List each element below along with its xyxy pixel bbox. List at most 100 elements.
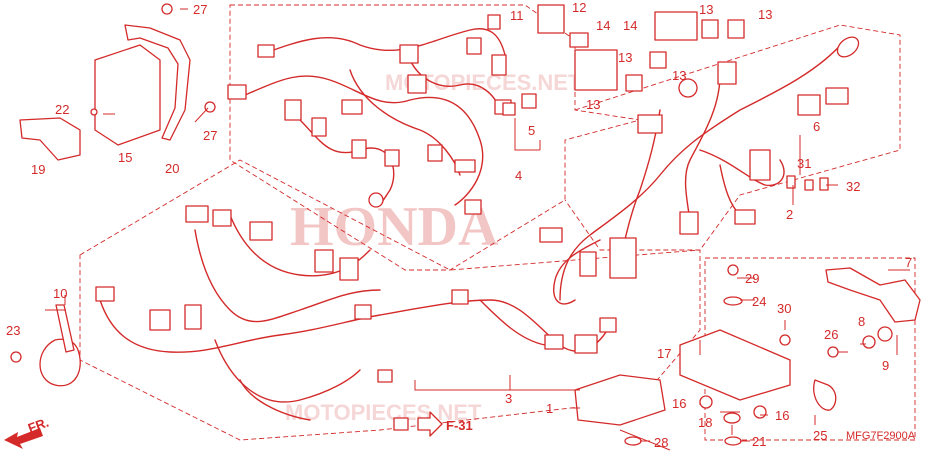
callout-12: 12 — [572, 0, 586, 15]
connector — [212, 209, 232, 227]
sensor-7 — [825, 267, 921, 323]
relay — [649, 51, 667, 69]
main-harness-wire-6 — [479, 299, 546, 346]
callout-18: 18 — [698, 415, 712, 430]
relay — [569, 32, 589, 48]
callout-26: 26 — [824, 327, 838, 342]
connector — [341, 99, 363, 115]
callout-13e: 13 — [586, 97, 600, 112]
connector — [284, 99, 302, 121]
watermark-secondary-lower: MOTOPIECES.NET — [285, 400, 482, 425]
callout-4: 4 — [515, 168, 522, 183]
relay — [537, 4, 565, 34]
callout-13c: 13 — [618, 50, 632, 65]
relay-box — [574, 49, 618, 91]
callout-14a: 14 — [596, 18, 610, 33]
connector — [574, 334, 598, 354]
horn-bracket — [55, 304, 75, 353]
bolt-27-bottom — [204, 101, 216, 113]
callout-17: 17 — [657, 346, 671, 361]
connector — [797, 94, 821, 116]
washer-21 — [724, 436, 742, 446]
horn-10 — [39, 338, 81, 387]
coupler-cap — [836, 36, 860, 58]
callout-13d: 13 — [672, 68, 686, 83]
callout-10: 10 — [53, 286, 67, 301]
upper-harness-wire-4 — [349, 69, 461, 176]
front-arrow-icon — [4, 428, 43, 449]
connector — [579, 251, 597, 277]
callout-19: 19 — [31, 162, 45, 177]
callout-6: 6 — [813, 119, 820, 134]
callout-14b: 14 — [623, 18, 637, 33]
connector — [637, 114, 663, 134]
relay — [727, 19, 745, 39]
connector — [717, 61, 737, 85]
upper-harness-panel — [229, 4, 641, 271]
callout-28: 28 — [654, 435, 668, 450]
connector — [451, 289, 469, 305]
connector — [454, 159, 476, 173]
connector — [487, 14, 501, 30]
main-harness-wire-2 — [194, 229, 381, 323]
callout-13b: 13 — [758, 7, 772, 22]
connector — [539, 227, 563, 243]
grommet-16b — [753, 405, 767, 419]
connector — [339, 257, 359, 281]
connector — [502, 102, 516, 116]
cross-reference: F-31 — [446, 418, 473, 433]
callout-25: 25 — [813, 428, 827, 443]
right-harness-wire-6 — [553, 239, 601, 305]
connector — [491, 54, 507, 76]
leader-lines — [45, 8, 910, 451]
collar-29 — [727, 264, 739, 276]
callout-11: 11 — [510, 8, 524, 23]
callout-3: 3 — [505, 391, 512, 406]
connector — [184, 304, 202, 330]
connector — [227, 84, 247, 100]
connector — [544, 334, 564, 350]
callout-8: 8 — [858, 314, 865, 329]
callout-9: 9 — [882, 358, 889, 373]
connector — [749, 149, 771, 181]
callout-21: 21 — [752, 434, 766, 449]
connector — [257, 44, 275, 58]
collar-8 — [862, 335, 876, 349]
relay-box — [654, 11, 698, 41]
callout-5: 5 — [528, 123, 535, 138]
connector — [464, 199, 482, 215]
main-harness-panel — [79, 159, 701, 441]
callout-16a: 16 — [672, 396, 686, 411]
callout-22: 22 — [55, 102, 69, 117]
ecu-15 — [94, 44, 161, 146]
callout-16b: 16 — [775, 408, 789, 423]
washer-28 — [624, 436, 642, 446]
bolt-27-top — [161, 3, 173, 15]
callout-31: 31 — [797, 156, 811, 171]
relay — [701, 19, 719, 39]
connector — [399, 44, 419, 64]
right-harness-wire-4 — [699, 149, 785, 187]
bolt-30 — [779, 334, 791, 346]
callout-30: 30 — [777, 301, 791, 316]
fuse — [786, 175, 796, 189]
callout-24: 24 — [752, 294, 766, 309]
callout-23: 23 — [6, 323, 20, 338]
callout-2: 2 — [786, 207, 793, 222]
bolt-26 — [827, 346, 839, 358]
f31-arrow — [417, 411, 443, 437]
callout-29: 29 — [745, 271, 759, 286]
connector — [734, 209, 756, 225]
main-harness-wire-4 — [214, 339, 361, 403]
connector — [609, 237, 637, 279]
callout-27b: 27 — [203, 128, 217, 143]
callout-1: 1 — [546, 401, 553, 416]
connector — [314, 249, 334, 273]
right-harness-wire-2 — [684, 74, 721, 226]
grommet-18 — [723, 412, 741, 424]
callout-7: 7 — [905, 255, 912, 270]
connector — [384, 149, 400, 167]
connector — [351, 139, 367, 159]
upper-harness-wire-2 — [244, 75, 484, 206]
main-harness-wire-5 — [239, 379, 311, 421]
